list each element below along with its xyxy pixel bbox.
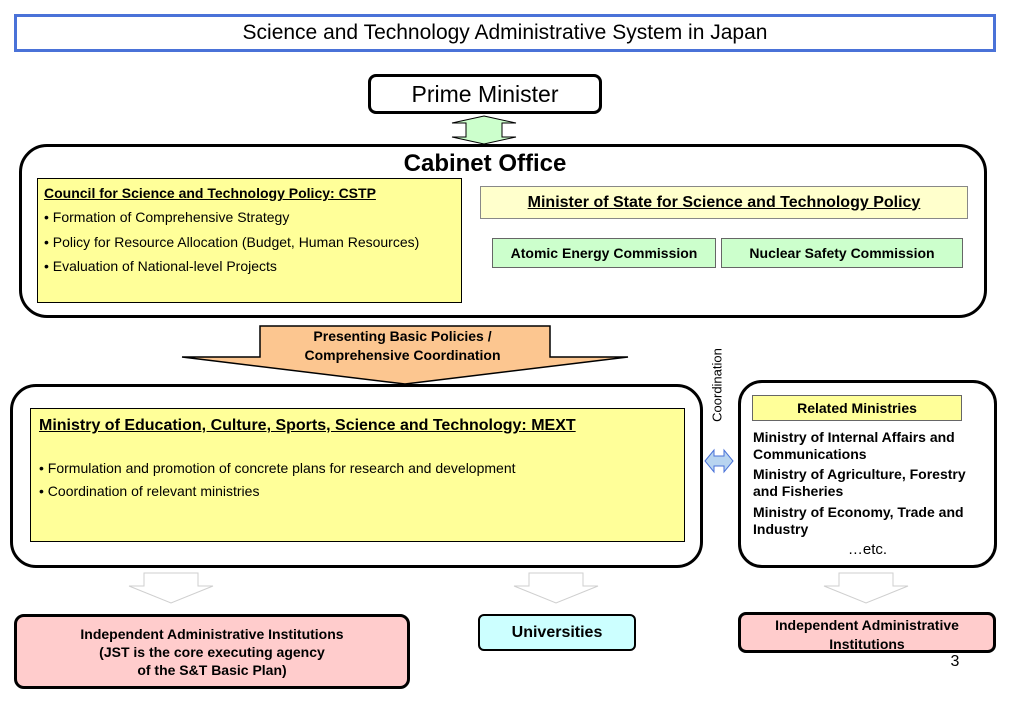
- cstp-box: Council for Science and Technology Polic…: [37, 178, 462, 303]
- policy-down-arrow: [181, 325, 629, 385]
- mext-item: • Coordination of relevant ministries: [39, 483, 260, 499]
- iai-left-box: Independent Administrative Institutions …: [14, 614, 410, 689]
- cstp-item: • Policy for Resource Allocation (Budget…: [44, 233, 420, 250]
- cstp-item: • Evaluation of National-level Projects: [44, 258, 277, 274]
- page-title: Science and Technology Administrative Sy…: [242, 21, 768, 44]
- down-arrow-to-universities: [513, 572, 599, 604]
- prime-minister-label: Prime Minister: [411, 80, 559, 107]
- pm-cabinet-double-arrow: [451, 115, 517, 145]
- policy-arrow-label: Presenting Basic Policies / Comprehensiv…: [260, 327, 545, 365]
- policy-arrow-line1: Presenting Basic Policies /: [313, 328, 492, 344]
- mext-item: • Formulation and promotion of concrete …: [39, 460, 516, 476]
- coordination-double-arrow: [704, 448, 734, 474]
- universities-box: Universities: [478, 614, 636, 651]
- prime-minister-box: Prime Minister: [368, 74, 602, 114]
- iai-left-line2: (JST is the core executing agency: [99, 643, 325, 660]
- down-arrow-to-iai-right: [823, 572, 909, 604]
- nuclear-safety-commission-label: Nuclear Safety Commission: [749, 245, 935, 261]
- related-ministries-title-box: Related Ministries: [752, 395, 962, 421]
- atomic-energy-commission-label: Atomic Energy Commission: [510, 245, 698, 261]
- minister-of-state-label: Minister of State for Science and Techno…: [527, 193, 921, 211]
- page-number: 3: [950, 653, 960, 670]
- related-ministry-item: Ministry of Agriculture, Forestry and Fi…: [753, 466, 966, 499]
- related-ministry-item: Ministry of Economy, Trade and Industry: [753, 504, 964, 537]
- related-ministries-title: Related Ministries: [797, 400, 917, 416]
- page-title-box: Science and Technology Administrative Sy…: [14, 14, 996, 52]
- nuclear-safety-commission-box: Nuclear Safety Commission: [721, 238, 963, 268]
- iai-right-box: Independent Administrative Institutions: [738, 612, 996, 653]
- policy-arrow-line2: Comprehensive Coordination: [304, 347, 501, 363]
- cstp-heading: Council for Science and Technology Polic…: [44, 185, 376, 201]
- mext-box: Ministry of Education, Culture, Sports, …: [30, 408, 685, 542]
- coordination-label: Coordination: [709, 348, 725, 422]
- universities-label: Universities: [511, 623, 603, 641]
- iai-left-line3: of the S&T Basic Plan): [137, 661, 287, 678]
- related-ministries-etc: …etc.: [847, 541, 888, 558]
- related-ministry-item: Ministry of Internal Affairs and Communi…: [753, 429, 955, 462]
- down-arrow-to-iai-left: [128, 572, 214, 604]
- cstp-item: • Formation of Comprehensive Strategy: [44, 209, 290, 225]
- iai-right-line2: Institutions: [829, 636, 905, 652]
- cabinet-office-title: Cabinet Office: [403, 150, 567, 177]
- atomic-energy-commission-box: Atomic Energy Commission: [492, 238, 716, 268]
- iai-left-line1: Independent Administrative Institutions: [80, 625, 344, 642]
- iai-right-line1: Independent Administrative: [775, 617, 959, 633]
- minister-of-state-box: Minister of State for Science and Techno…: [480, 186, 968, 219]
- mext-heading: Ministry of Education, Culture, Sports, …: [39, 417, 576, 434]
